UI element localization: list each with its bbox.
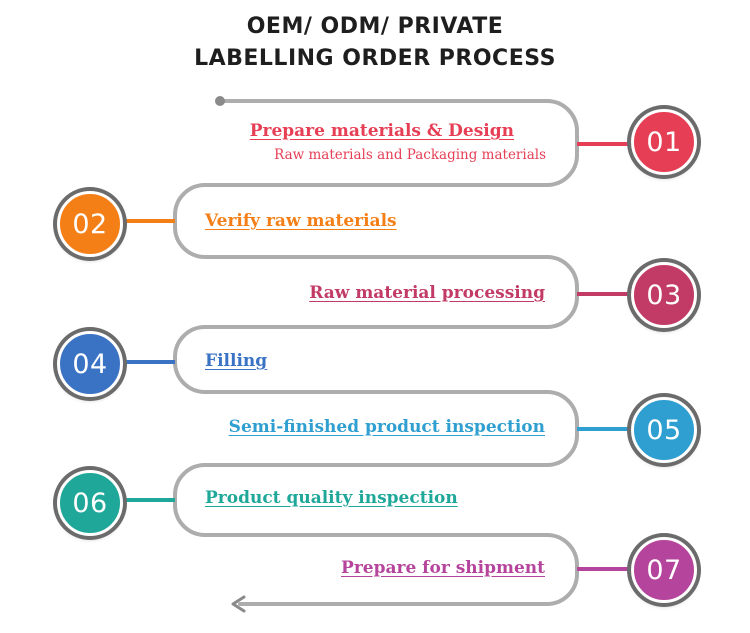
step-05-label: Semi-finished product inspection [228,417,545,437]
step-05-number: 05 [646,414,682,446]
step-02-number: 02 [72,208,108,240]
step-03-badge: 03 [631,262,697,328]
path-start-dot [215,96,225,106]
step-06-connector [120,498,175,502]
serpentine-path-line [173,99,579,606]
step-01-number: 01 [646,126,682,158]
diagram-title-line-1: OEM/ ODM/ PRIVATE [246,14,504,39]
step-07-number: 07 [646,554,682,586]
step-03-number: 03 [646,279,682,311]
step-06-number: 06 [72,487,108,519]
step-03-connector [577,292,629,296]
step-05-connector [577,427,629,431]
step-04-number: 04 [72,348,108,380]
step-01-sublabel: Raw materials and Packaging materials [274,147,546,163]
diagram-title-line-2: LABELLING ORDER PROCESS [194,46,556,71]
step-04-badge: 04 [57,331,123,397]
step-02-label: Verify raw materials [205,211,397,231]
step-01-badge: 01 [631,109,697,175]
step-01-label: Prepare materials & Design [249,121,514,141]
step-06-badge: 06 [57,470,123,536]
step-07-label: Prepare for shipment [341,558,545,578]
step-06-label: Product quality inspection [205,488,458,508]
step-05-badge: 05 [631,397,697,463]
step-02-connector [120,219,175,223]
step-01-connector [577,142,629,146]
path-end-arrow-icon [231,595,246,613]
step-07-connector [577,567,629,571]
step-04-connector [120,360,175,364]
step-07-badge: 07 [631,537,697,603]
step-03-label: Raw material processing [309,283,545,303]
step-02-badge: 02 [57,191,123,257]
step-04-label: Filling [205,351,268,371]
